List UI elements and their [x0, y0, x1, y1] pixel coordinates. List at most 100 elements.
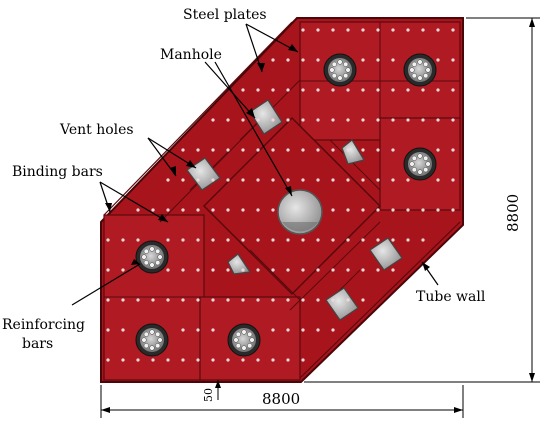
label-reinforcing-bars-line1: Reinforcing — [2, 317, 85, 333]
rivet — [181, 358, 185, 362]
rivet — [211, 148, 215, 152]
rivet — [436, 58, 440, 62]
rivet — [136, 238, 140, 242]
rivet — [121, 298, 125, 302]
rivet — [436, 28, 440, 32]
label-manhole: Manhole — [160, 47, 222, 63]
rivet — [226, 178, 230, 182]
rivet — [301, 328, 305, 332]
rivet — [166, 358, 170, 362]
rivet — [301, 178, 305, 182]
rivet — [391, 88, 395, 92]
rebar-dot — [149, 329, 155, 335]
rivet — [436, 88, 440, 92]
rebar-dot — [155, 343, 161, 349]
rivet — [346, 208, 350, 212]
rivet — [406, 118, 410, 122]
rivet — [226, 208, 230, 212]
rivet — [361, 58, 365, 62]
rivet — [346, 238, 350, 242]
rebar-dot — [241, 345, 247, 351]
rebar-dot — [235, 331, 241, 337]
rivet — [301, 358, 305, 362]
rivet — [346, 148, 350, 152]
rebar-dot — [411, 155, 417, 161]
rivet — [271, 208, 275, 212]
vent-hole-1 — [186, 157, 221, 191]
rivet — [121, 238, 125, 242]
rebar-dot — [155, 248, 161, 254]
rivet — [286, 178, 290, 182]
rivet — [211, 208, 215, 212]
rivet — [346, 268, 350, 272]
rivet — [331, 178, 335, 182]
rebar-dot — [423, 155, 429, 161]
rivet — [166, 208, 170, 212]
rivet — [271, 178, 275, 182]
rebar-dot — [143, 260, 149, 266]
rebar-dot — [241, 329, 247, 335]
rivet — [226, 268, 230, 272]
rivet — [286, 148, 290, 152]
rivet — [316, 328, 320, 332]
rebar-dot — [343, 61, 349, 67]
rebar-dot — [417, 169, 423, 175]
rivet — [391, 178, 395, 182]
vent-hole-4 — [369, 237, 403, 271]
rivet — [331, 118, 335, 122]
rivet — [286, 118, 290, 122]
rivet — [361, 178, 365, 182]
rivet — [376, 148, 380, 152]
rebar-dot — [329, 67, 335, 73]
label-binding-bars: Binding bars — [12, 164, 103, 180]
rivet — [316, 148, 320, 152]
dimension-arrowheads — [101, 18, 535, 413]
rivet — [451, 148, 455, 152]
rivet — [106, 238, 110, 242]
rivet — [286, 58, 290, 62]
rebar-dot — [331, 73, 337, 79]
rivet — [211, 118, 215, 122]
rivet — [286, 358, 290, 362]
rivet — [271, 118, 275, 122]
rivet — [166, 298, 170, 302]
rivet — [331, 88, 335, 92]
rebar-dot — [247, 331, 253, 337]
rivet — [331, 328, 335, 332]
rivet — [421, 238, 425, 242]
rivet — [316, 268, 320, 272]
rivet — [316, 178, 320, 182]
rivet — [286, 328, 290, 332]
rebar-dot — [409, 67, 415, 73]
rivet — [436, 118, 440, 122]
rivet — [301, 58, 305, 62]
upper-manhole — [249, 99, 283, 135]
rivet — [346, 88, 350, 92]
rivet — [391, 238, 395, 242]
rebar-dot — [331, 61, 337, 67]
rivet — [241, 358, 245, 362]
rivet — [196, 358, 200, 362]
rivet — [436, 178, 440, 182]
label-steel-plates: Steel plates — [183, 7, 267, 23]
rivet — [376, 208, 380, 212]
rivet — [271, 298, 275, 302]
rivet — [256, 178, 260, 182]
rivet — [106, 298, 110, 302]
rivet — [376, 58, 380, 62]
rebar-dot — [141, 254, 147, 260]
rivet — [181, 298, 185, 302]
dimension-lines — [100, 17, 540, 418]
rivet — [331, 298, 335, 302]
rivet — [241, 298, 245, 302]
rebar-dot — [423, 73, 429, 79]
rivet — [211, 178, 215, 182]
rivet — [406, 28, 410, 32]
rebar-dot — [149, 262, 155, 268]
rivet — [256, 208, 260, 212]
rivet — [181, 238, 185, 242]
rivet — [451, 208, 455, 212]
rebar-dot — [343, 73, 349, 79]
rivet — [121, 268, 125, 272]
